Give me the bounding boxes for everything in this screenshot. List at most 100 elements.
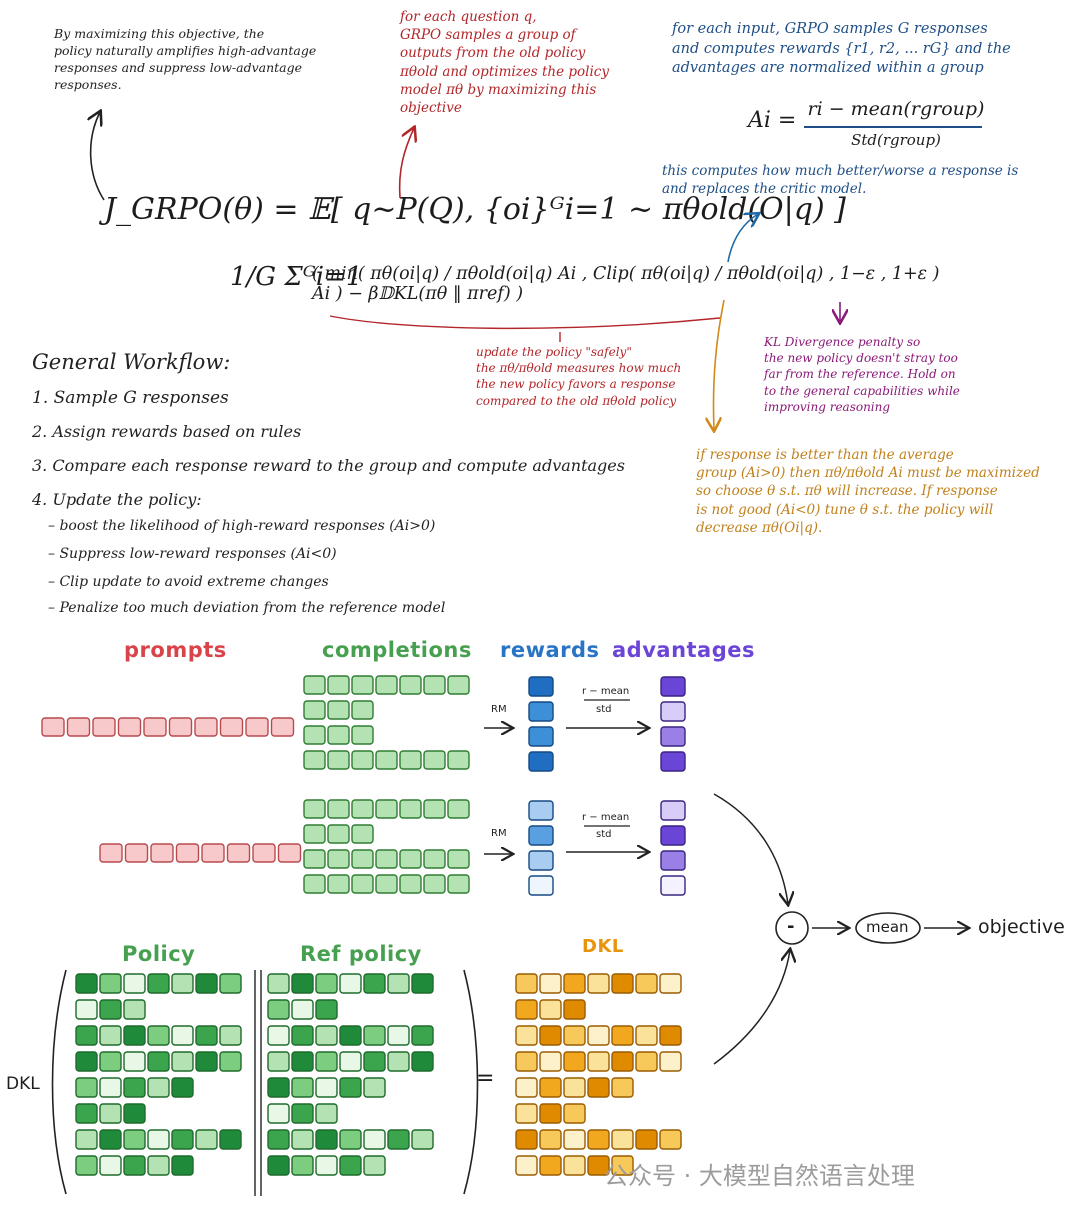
completion-token-1 [351, 874, 374, 894]
prompt-token-0 [270, 717, 295, 737]
completion-token-0 [303, 675, 326, 695]
norm-den-2: std [596, 829, 612, 840]
completion-token-1 [327, 849, 350, 869]
dkl-token [515, 1077, 538, 1098]
policy-token [123, 1025, 146, 1046]
policy-token [75, 1051, 98, 1072]
policy-token [171, 1129, 194, 1150]
policy-token [123, 973, 146, 994]
ref-policy-token [339, 1129, 362, 1150]
dkl-token [587, 1025, 610, 1046]
policy-token [195, 973, 218, 994]
ref-policy-token [315, 1155, 338, 1176]
rm-label-1: RM [491, 704, 507, 715]
update-note: update the policy "safely" the πθ/πθold … [476, 345, 682, 408]
ref-policy-token [315, 1051, 338, 1072]
reward-cell [528, 676, 554, 697]
policy-token [171, 1025, 194, 1046]
workflow-substep-3: – Clip update to avoid extreme changes [48, 574, 329, 590]
completion-token-1 [375, 874, 398, 894]
completion-token-1 [327, 874, 350, 894]
completion-token-1 [447, 799, 470, 819]
left-paren [51, 969, 67, 1195]
completion-token-1 [423, 849, 446, 869]
ref-policy-token [387, 1025, 410, 1046]
dkl-token [539, 1077, 562, 1098]
dkl-token [587, 1051, 610, 1072]
advantage-cell [660, 800, 686, 821]
policy-token [75, 1103, 98, 1124]
ref-policy-token [291, 1051, 314, 1072]
ref-policy-token [315, 1129, 338, 1150]
dkl-token [587, 973, 610, 994]
policy-token [147, 1025, 170, 1046]
dkl-token [515, 1025, 538, 1046]
policy-token [123, 999, 146, 1020]
dkl-token [563, 1025, 586, 1046]
dkl-token [515, 1103, 538, 1124]
completion-token-1 [303, 874, 326, 894]
dkl-token [539, 1051, 562, 1072]
ref-policy-label: Ref policy [300, 942, 422, 966]
policy-token [147, 1051, 170, 1072]
dkl-token [539, 1129, 562, 1150]
dkl-token [563, 973, 586, 994]
dkl-token [515, 1129, 538, 1150]
mean-label: mean [866, 918, 909, 936]
dkl-to-minus-arrow [713, 950, 790, 1065]
workflow-step-3: 3. Compare each response reward to the g… [32, 456, 625, 475]
completion-token-0 [447, 750, 470, 770]
completion-token-1 [447, 849, 470, 869]
policy-token [75, 1025, 98, 1046]
ref-policy-token [291, 1129, 314, 1150]
ref-policy-token [267, 1025, 290, 1046]
orange-arrow [713, 299, 725, 430]
ref-policy-token [339, 1077, 362, 1098]
policy-token [123, 1129, 146, 1150]
policy-token [99, 999, 122, 1020]
dkl-token [659, 1025, 682, 1046]
completion-token-1 [375, 849, 398, 869]
dkl-token [515, 999, 538, 1020]
completion-token-1 [423, 874, 446, 894]
completion-token-1 [303, 799, 326, 819]
policy-token [123, 1155, 146, 1176]
dkl-token [611, 1155, 634, 1176]
ref-policy-token [291, 999, 314, 1020]
policy-token [75, 1077, 98, 1098]
dkl-token [563, 999, 586, 1020]
reward-cell [528, 800, 554, 821]
ref-policy-token [363, 1155, 386, 1176]
dkl-token [635, 1051, 658, 1072]
completion-token-1 [327, 824, 350, 844]
update-underline [329, 315, 721, 330]
completion-token-1 [375, 799, 398, 819]
reward-cell [528, 726, 554, 747]
advantage-cell [660, 850, 686, 871]
objective-note: By maximizing this objective, the policy… [54, 26, 317, 92]
ref-policy-token [339, 973, 362, 994]
dkl-token [659, 1129, 682, 1150]
advantage-cell [660, 751, 686, 772]
prompt-token-1 [226, 843, 251, 863]
dkl-token [515, 1155, 538, 1176]
advantage-cell [660, 875, 686, 896]
dkl-token [635, 1129, 658, 1150]
critic-arrow [727, 214, 758, 263]
mean-ellipse [855, 912, 921, 944]
completion-token-1 [327, 799, 350, 819]
completion-token-0 [351, 675, 374, 695]
advantage-formula-denominator: Std(rgroup) [851, 131, 941, 149]
dkl-token [611, 1077, 634, 1098]
adv-to-minus-arrow [713, 793, 788, 904]
prompt-token-0 [117, 717, 142, 737]
policy-token [195, 1051, 218, 1072]
dkl-token [563, 1155, 586, 1176]
prompts-label: prompts [124, 638, 227, 662]
ref-policy-token [363, 1025, 386, 1046]
completion-token-0 [399, 675, 422, 695]
completion-token-0 [351, 725, 374, 745]
prompt-token-1 [150, 843, 174, 863]
completion-token-0 [327, 675, 350, 695]
